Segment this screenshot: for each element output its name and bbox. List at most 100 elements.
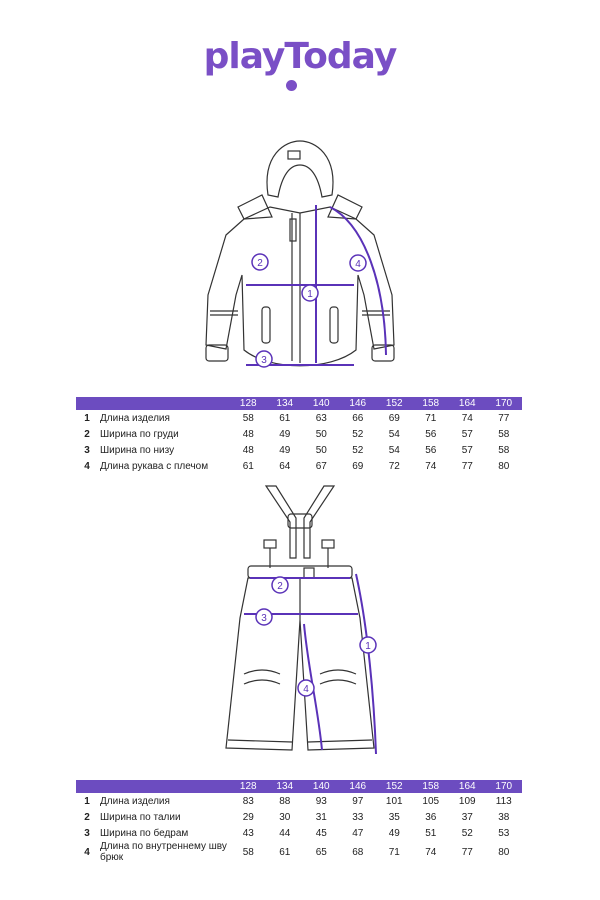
cell-value: 71 <box>425 412 437 424</box>
cell-value: 66 <box>352 412 364 424</box>
cell-value: 65 <box>315 846 327 858</box>
size-header-cell: 152 <box>376 397 413 410</box>
cell-value: 49 <box>279 444 291 456</box>
cell-value: 50 <box>315 444 327 456</box>
cell-value: 77 <box>461 846 473 858</box>
cell-value: 29 <box>242 811 254 823</box>
pants-size-table: 128 134 140 146 152 158 164 170 1 Длина … <box>76 780 522 863</box>
row-label: Ширина по низу <box>100 444 175 456</box>
cell-value: 74 <box>425 846 437 858</box>
row-number: 4 <box>84 460 90 472</box>
row-number: 1 <box>84 795 90 807</box>
row-number: 3 <box>84 827 90 839</box>
cell-value: 113 <box>495 795 512 807</box>
pants-drawing: 1 2 3 4 <box>0 478 600 768</box>
cell-value: 68 <box>352 846 364 858</box>
cell-value: 53 <box>498 827 510 839</box>
cell-value: 57 <box>461 444 473 456</box>
cell-value: 49 <box>279 428 291 440</box>
cell-value: 80 <box>498 846 510 858</box>
cell-value: 77 <box>498 412 510 424</box>
cell-value: 56 <box>425 428 437 440</box>
pants-marker-3: 3 <box>261 613 267 624</box>
row-number: 2 <box>84 428 90 440</box>
size-header-cell: 146 <box>339 397 376 410</box>
cell-value: 88 <box>279 795 291 807</box>
size-header-cell: 134 <box>266 397 303 410</box>
pants-marker-4: 4 <box>303 684 309 695</box>
row-number: 2 <box>84 811 90 823</box>
table-row: 1 Длина изделия 83 88 93 97 101 105 109 … <box>76 793 522 809</box>
size-header-cell: 170 <box>485 397 522 410</box>
cell-value: 77 <box>461 460 473 472</box>
row-label: Длина по внутреннему шву брюк <box>100 841 227 863</box>
cell-value: 63 <box>315 412 327 424</box>
cell-value: 49 <box>388 827 400 839</box>
size-header-cell: 164 <box>449 397 486 410</box>
size-header-cell: 146 <box>339 780 376 793</box>
cell-value: 48 <box>242 444 254 456</box>
cell-value: 83 <box>242 795 254 807</box>
cell-value: 74 <box>425 460 437 472</box>
jacket-size-header: 128 134 140 146 152 158 164 170 <box>76 397 522 410</box>
row-number: 4 <box>84 846 90 858</box>
size-header-cell: 128 <box>230 397 267 410</box>
cell-value: 54 <box>388 428 400 440</box>
size-header-cell: 134 <box>266 780 303 793</box>
cell-value: 64 <box>279 460 291 472</box>
cell-value: 58 <box>242 412 254 424</box>
pants-marker-1: 1 <box>365 641 371 652</box>
table-row: 4 Длина рукава с плечом 61 64 67 69 72 7… <box>76 458 522 474</box>
cell-value: 52 <box>461 827 473 839</box>
cell-value: 45 <box>315 827 327 839</box>
cell-value: 109 <box>458 795 476 807</box>
logo-dot <box>286 80 297 91</box>
cell-value: 51 <box>425 827 437 839</box>
table-row: 2 Ширина по талии 29 30 31 33 35 36 37 3… <box>76 809 522 825</box>
cell-value: 93 <box>315 795 327 807</box>
cell-value: 43 <box>242 827 254 839</box>
cell-value: 52 <box>352 444 364 456</box>
cell-value: 35 <box>388 811 400 823</box>
size-header-cell: 164 <box>449 780 486 793</box>
jacket-size-table: 128 134 140 146 152 158 164 170 1 Длина … <box>76 397 522 474</box>
cell-value: 61 <box>242 460 254 472</box>
size-header-cell: 158 <box>412 780 449 793</box>
cell-value: 38 <box>498 811 510 823</box>
table-row: 1 Длина изделия 58 61 63 66 69 71 74 77 <box>76 410 522 426</box>
cell-value: 101 <box>385 795 403 807</box>
size-header-cell: 128 <box>230 780 267 793</box>
pants-marker-2: 2 <box>277 581 283 592</box>
cell-value: 105 <box>422 795 440 807</box>
jacket-marker-3: 3 <box>261 355 267 366</box>
size-header-cell: 152 <box>376 780 413 793</box>
brand-logo: playToday <box>203 36 398 77</box>
table-row: 2 Ширина по груди 48 49 50 52 54 56 57 5… <box>76 426 522 442</box>
cell-value: 69 <box>352 460 364 472</box>
size-header-cell: 140 <box>303 780 340 793</box>
size-header-cell: 158 <box>412 397 449 410</box>
cell-value: 72 <box>388 460 400 472</box>
row-label: Длина изделия <box>100 795 170 807</box>
cell-value: 58 <box>498 444 510 456</box>
cell-value: 52 <box>352 428 364 440</box>
cell-value: 44 <box>279 827 291 839</box>
jacket-marker-1: 1 <box>307 289 313 300</box>
size-header-cell: 170 <box>485 780 522 793</box>
table-row: 4 Длина по внутреннему шву брюк 58 61 65… <box>76 841 522 863</box>
cell-value: 47 <box>352 827 364 839</box>
cell-value: 71 <box>388 846 400 858</box>
cell-value: 54 <box>388 444 400 456</box>
cell-value: 80 <box>498 460 510 472</box>
cell-value: 30 <box>279 811 291 823</box>
row-number: 3 <box>84 444 90 456</box>
table-row: 3 Ширина по низу 48 49 50 52 54 56 57 58 <box>76 442 522 458</box>
row-label: Длина рукава с плечом <box>100 460 209 472</box>
row-label: Ширина по бедрам <box>100 827 189 839</box>
row-label: Ширина по груди <box>100 428 179 440</box>
cell-value: 36 <box>425 811 437 823</box>
cell-value: 61 <box>279 846 291 858</box>
row-label: Длина изделия <box>100 412 170 424</box>
row-number: 1 <box>84 412 90 424</box>
table-row: 3 Ширина по бедрам 43 44 45 47 49 51 52 … <box>76 825 522 841</box>
